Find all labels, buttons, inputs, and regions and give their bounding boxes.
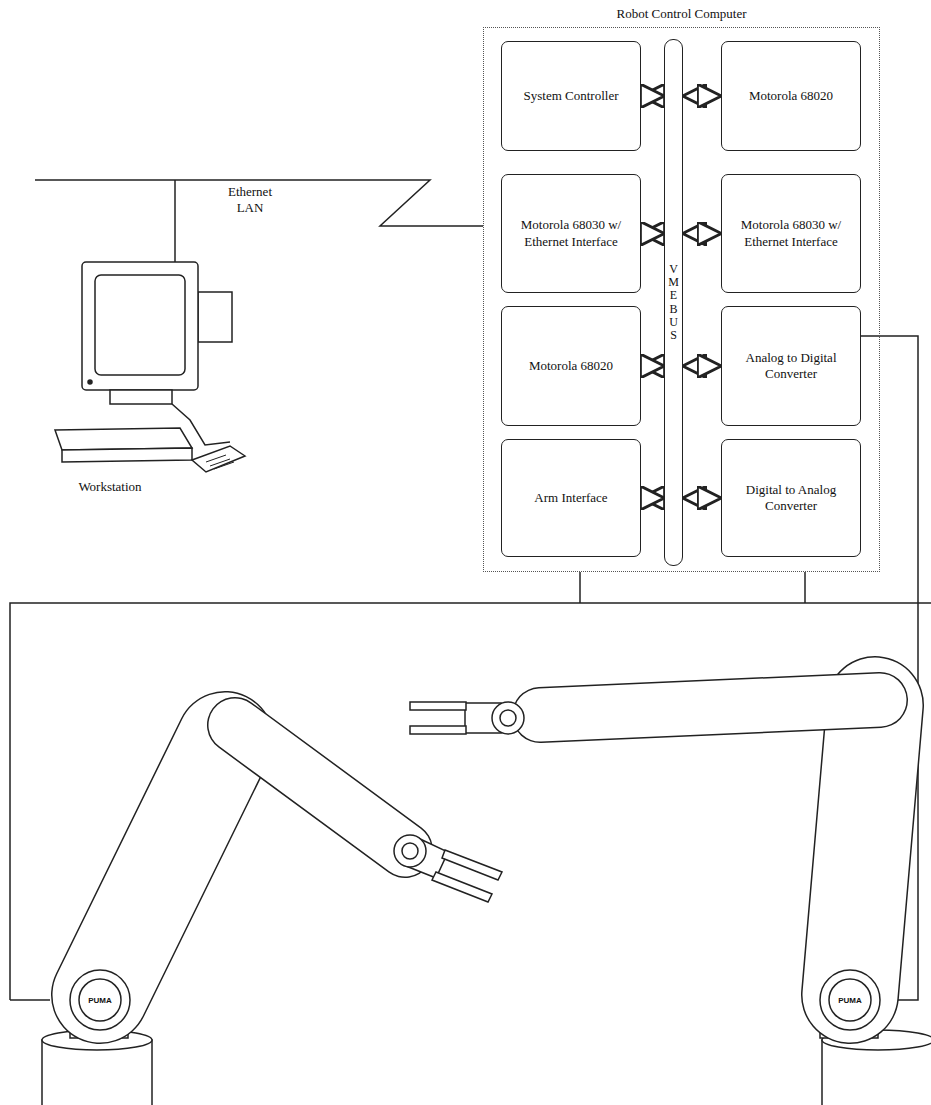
vme-bus-bar: VME BUS <box>664 39 683 566</box>
bus-label: VME BUS <box>668 263 680 342</box>
bus-connector <box>643 497 662 500</box>
wiring <box>10 180 931 1000</box>
board-box: Analog to Digital Converter <box>721 306 861 426</box>
bus-connector <box>643 95 662 98</box>
board-box: Arm Interface <box>501 439 641 557</box>
bus-connector <box>685 95 719 98</box>
board-box: Motorola 68020 <box>501 306 641 426</box>
workstation-label: Workstation <box>78 479 141 495</box>
workstation-figure <box>55 262 245 472</box>
board-label: Digital to Analog Converter <box>726 482 856 515</box>
bus-connector <box>685 232 719 235</box>
board-label: Motorola 68020 <box>529 358 613 374</box>
box-title: Robot Control Computer <box>484 6 879 22</box>
puma-badge: PUMA <box>88 996 112 1005</box>
board-box: Motorola 68030 w/ Ethernet Interface <box>501 174 641 293</box>
computer-enclosure: Robot Control ComputerSystem ControllerM… <box>483 27 880 572</box>
puma-badge: PUMA <box>838 996 862 1005</box>
board-label: Arm Interface <box>534 490 607 506</box>
bus-connector <box>685 365 719 368</box>
bus-connector <box>643 365 662 368</box>
board-label: Motorola 68020 <box>749 88 833 104</box>
board-box: Motorola 68020 <box>721 41 861 151</box>
robot-left <box>42 725 502 1105</box>
board-label: System Controller <box>524 88 619 104</box>
bus-connector <box>643 232 662 235</box>
board-label: Motorola 68030 w/ Ethernet Interface <box>506 217 636 250</box>
network-label: Ethernet LAN <box>215 184 285 215</box>
board-box: Digital to Analog Converter <box>721 439 861 557</box>
board-box: Motorola 68030 w/ Ethernet Interface <box>721 174 861 293</box>
bus-connector <box>685 497 719 500</box>
board-label: Analog to Digital Converter <box>726 350 856 383</box>
robot-right <box>410 700 931 1105</box>
board-box: System Controller <box>501 41 641 151</box>
board-label: Motorola 68030 w/ Ethernet Interface <box>726 217 856 250</box>
